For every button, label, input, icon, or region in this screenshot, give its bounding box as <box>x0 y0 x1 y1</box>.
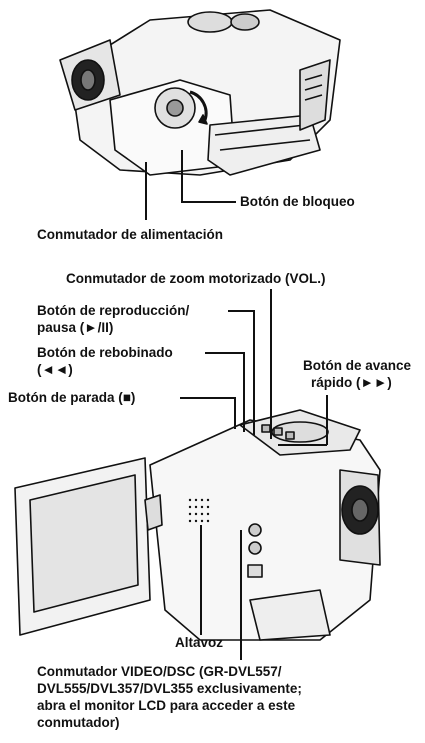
leader-power-vertical <box>145 162 147 220</box>
video-dsc-label-line3: abra el monitor LCD para acceder a este <box>37 698 296 713</box>
leader-rewind-h <box>205 352 243 354</box>
zoom-switch-label: Conmutador de zoom motorizado (VOL.) <box>66 271 326 286</box>
leader-stop-v <box>234 397 236 429</box>
leader-rewind-v <box>243 352 245 432</box>
play-pause-label-line2: pausa (►/II) <box>37 320 114 335</box>
play-pause-label-line1: Botón de reproducción/ <box>37 303 190 318</box>
leader-zoom <box>270 289 272 439</box>
leader-video-dsc <box>240 530 242 660</box>
video-dsc-label-line4: conmutador) <box>37 715 120 730</box>
rewind-label-line2: (◄◄) <box>37 362 73 377</box>
stop-button-label: Botón de parada (■) <box>8 390 136 405</box>
leader-play-h <box>228 310 253 312</box>
leader-stop-h <box>180 397 235 399</box>
leader-speaker <box>200 525 202 635</box>
leader-play-v <box>253 310 255 435</box>
leader-ff-h <box>278 444 327 446</box>
speaker-label: Altavoz <box>175 635 224 650</box>
lock-button-label: Botón de bloqueo <box>240 194 355 209</box>
fast-forward-label-line2: rápido (►►) <box>311 375 392 390</box>
leader-lock-vertical <box>181 150 183 202</box>
fast-forward-label-line1: Botón de avance <box>303 358 412 373</box>
leader-lock-horizontal <box>181 201 236 203</box>
leader-ff-v <box>326 395 328 445</box>
video-dsc-label-line1: Conmutador VIDEO/DSC (GR-DVL557/ <box>37 664 282 679</box>
video-dsc-label-line2: DVL555/DVL357/DVL355 exclusivamente; <box>37 681 302 696</box>
power-switch-label: Conmutador de alimentación <box>37 227 224 242</box>
rewind-label-line1: Botón de rebobinado <box>37 345 173 360</box>
